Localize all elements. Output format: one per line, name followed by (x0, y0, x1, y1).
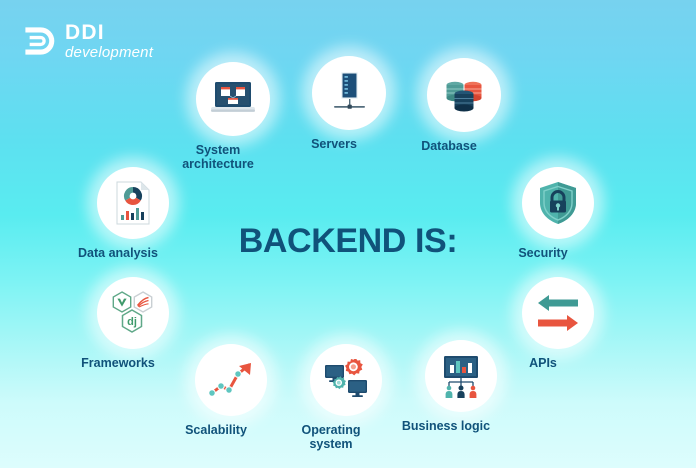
presentation-people-icon (425, 340, 497, 412)
ddi-d-monogram-icon (25, 27, 55, 55)
node-operating-system[interactable]: Operating system (301, 344, 382, 451)
report-charts-icon (97, 167, 169, 239)
node-label-security: Security (518, 246, 568, 260)
node-label-database: Database (421, 139, 477, 153)
node-label-apis: APIs (529, 356, 557, 370)
two-way-arrows-icon (522, 277, 594, 349)
brand-tagline: development (65, 44, 154, 61)
node-servers[interactable]: Servers (311, 56, 386, 151)
svg-text:dj: dj (127, 316, 137, 328)
monitors-gears-icon (310, 344, 382, 416)
brand-wordmark: DDI development (65, 22, 153, 60)
node-database[interactable]: Database (421, 58, 501, 153)
laptop-architecture-diagram-icon (196, 62, 270, 136)
brand-logo: DDI development (22, 22, 153, 60)
node-business-logic[interactable]: Business logic (402, 340, 497, 433)
node-security[interactable]: Security (518, 167, 594, 260)
shield-lock-icon (522, 167, 594, 239)
node-label-business-logic: Business logic (401, 419, 491, 433)
database-cylinders-icon (427, 58, 501, 132)
node-scalability[interactable]: Scalability (185, 344, 267, 437)
node-label-data-analysis: Data analysis (78, 246, 158, 260)
node-frameworks[interactable]: dj Frameworks (81, 277, 169, 370)
node-apis[interactable]: APIs (522, 277, 594, 370)
node-system-architecture[interactable]: System architecture (182, 62, 270, 171)
page-title: BACKEND IS: (238, 222, 458, 260)
node-label-system-architecture: System architecture (182, 143, 254, 171)
node-label-frameworks: Frameworks (81, 356, 155, 370)
framework-hexagons-icon: dj (97, 277, 169, 349)
node-label-scalability: Scalability (185, 423, 247, 437)
node-data-analysis[interactable]: Data analysis (78, 167, 169, 260)
node-label-operating-system: Operating system (301, 423, 361, 451)
brand-name: DDI (65, 21, 105, 44)
server-rack-icon (312, 56, 386, 130)
growth-arrow-icon (195, 344, 267, 416)
node-label-servers: Servers (311, 137, 357, 151)
